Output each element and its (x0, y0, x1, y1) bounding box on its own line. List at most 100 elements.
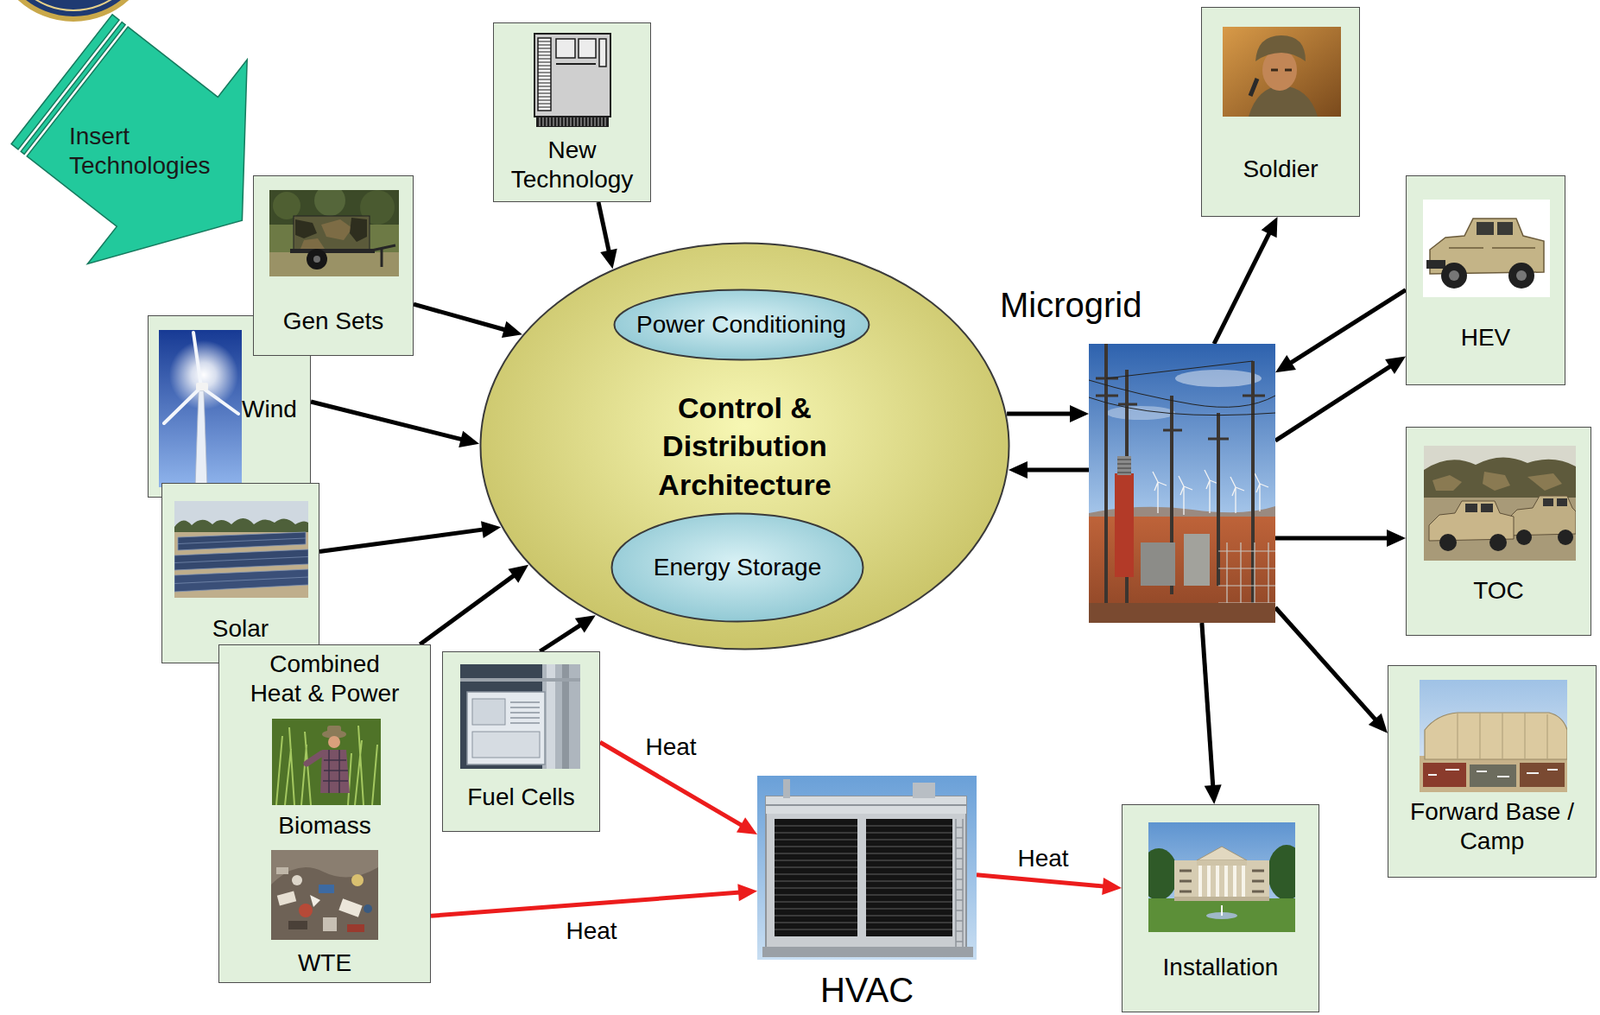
arrowhead (1261, 216, 1278, 238)
arrowhead (1275, 354, 1297, 373)
source-box: Gen Sets (252, 175, 414, 356)
text-slot: Gen Sets (259, 306, 408, 336)
connector-line (1275, 607, 1377, 721)
connector (1275, 529, 1406, 547)
edge-label-slot: Heat (642, 732, 699, 762)
soldier-picture (1222, 26, 1341, 117)
illustration (1423, 445, 1576, 561)
text-slot: Solar (167, 613, 314, 644)
connector-line (598, 202, 609, 253)
arrowhead (1368, 713, 1388, 734)
ellipse-shape (613, 290, 869, 361)
illustration (269, 189, 399, 277)
arrowhead (1384, 356, 1406, 374)
source-box: Combined Heat & PowerBiomassWTE (218, 644, 431, 983)
edge-label: Heat (1014, 843, 1071, 873)
seal-emblem (0, 0, 153, 19)
connector (539, 614, 595, 652)
text-slot: Microgrid (999, 284, 1142, 325)
node-label: WTE (297, 948, 352, 978)
edge-label: Heat (642, 732, 699, 762)
connector (413, 303, 523, 338)
node-label: Control & Distribution Architecture (637, 388, 854, 504)
text-slot: TOC (1411, 575, 1586, 606)
node-label: New Technology (503, 135, 642, 194)
illustration (531, 31, 614, 129)
text-slot: Forward Base / Camp (1393, 796, 1591, 855)
arrowhead (1069, 404, 1089, 423)
connector-line (1214, 232, 1271, 344)
node-label: Gen Sets (283, 306, 385, 336)
illustration (1222, 26, 1341, 117)
function-ellipse: Power Conditioning (613, 288, 871, 361)
source-box: Fuel Cells (442, 651, 601, 832)
connector-line (1201, 622, 1214, 787)
node-label: HEV (1460, 322, 1512, 353)
text-slot: HVAC (757, 970, 977, 1009)
micro-picture (1088, 343, 1276, 623)
connector-line (413, 303, 506, 330)
node-label: Combined Heat & Power (243, 649, 406, 708)
hvac-node: HVAC (757, 775, 977, 960)
insert-arrow: Insert Technologies (0, 0, 260, 277)
connector (1275, 356, 1406, 442)
connector (1275, 607, 1388, 734)
edge-label-slot: Heat (1014, 843, 1071, 873)
text-slot: Soldier (1207, 154, 1354, 184)
text-slot: New Technology (499, 135, 646, 194)
hvac-picture (757, 775, 977, 960)
connector-line (319, 529, 484, 552)
seal-emblem (0, 0, 173, 35)
hev-picture (1422, 199, 1550, 298)
arrowhead (507, 564, 529, 583)
node-label: Biomass (278, 810, 371, 841)
connector (1201, 622, 1222, 804)
connector-line (310, 401, 463, 440)
ellipse-shape (480, 243, 1010, 650)
text-slot: Insert Technologies (69, 121, 242, 180)
wind-picture (158, 329, 242, 487)
connector-line (1275, 536, 1389, 541)
block-arrow-shape (26, 26, 247, 264)
text-slot: Combined Heat & Power (224, 649, 425, 708)
text-slot: Biomass (224, 810, 425, 841)
gen-picture (269, 189, 399, 277)
connector (1214, 216, 1278, 344)
node-label: Wind (241, 394, 298, 424)
connector (430, 883, 758, 916)
connector-line (1025, 467, 1089, 473)
text-slot: Fuel Cells (448, 782, 595, 812)
biomass-picture (271, 718, 381, 805)
microgrid-node: Microgrid (1088, 343, 1276, 623)
arrowhead (1008, 461, 1028, 479)
function-ellipse: Energy Storage (610, 512, 865, 623)
install-picture (1148, 822, 1296, 932)
node-label: TOC (1473, 575, 1525, 606)
node-label: Energy Storage (653, 552, 823, 582)
connector (419, 564, 529, 645)
arrowhead (737, 883, 758, 901)
text-slot: Installation (1127, 952, 1314, 982)
connector (1008, 461, 1089, 479)
arrowhead (600, 248, 618, 270)
illustration (1088, 343, 1276, 623)
connector-line (976, 874, 1105, 886)
wte-picture (271, 849, 379, 940)
connector (319, 520, 501, 551)
illustration (174, 500, 309, 598)
connector-line (539, 624, 582, 652)
illustration (757, 775, 977, 960)
seal-emblem (2, 0, 145, 11)
node-label: Soldier (1242, 154, 1318, 184)
arrowhead (1204, 784, 1222, 804)
arrowhead (501, 321, 523, 338)
source-box: New Technology (493, 22, 652, 203)
control-ellipse: Control & Distribution Architecture Power… (479, 241, 1011, 651)
arrowhead (1386, 529, 1406, 547)
camp-picture (1419, 679, 1568, 792)
connector-line (430, 891, 740, 916)
arrowhead (736, 816, 758, 835)
node-label: Installation (1163, 952, 1279, 982)
load-box: Installation (1121, 803, 1320, 1012)
